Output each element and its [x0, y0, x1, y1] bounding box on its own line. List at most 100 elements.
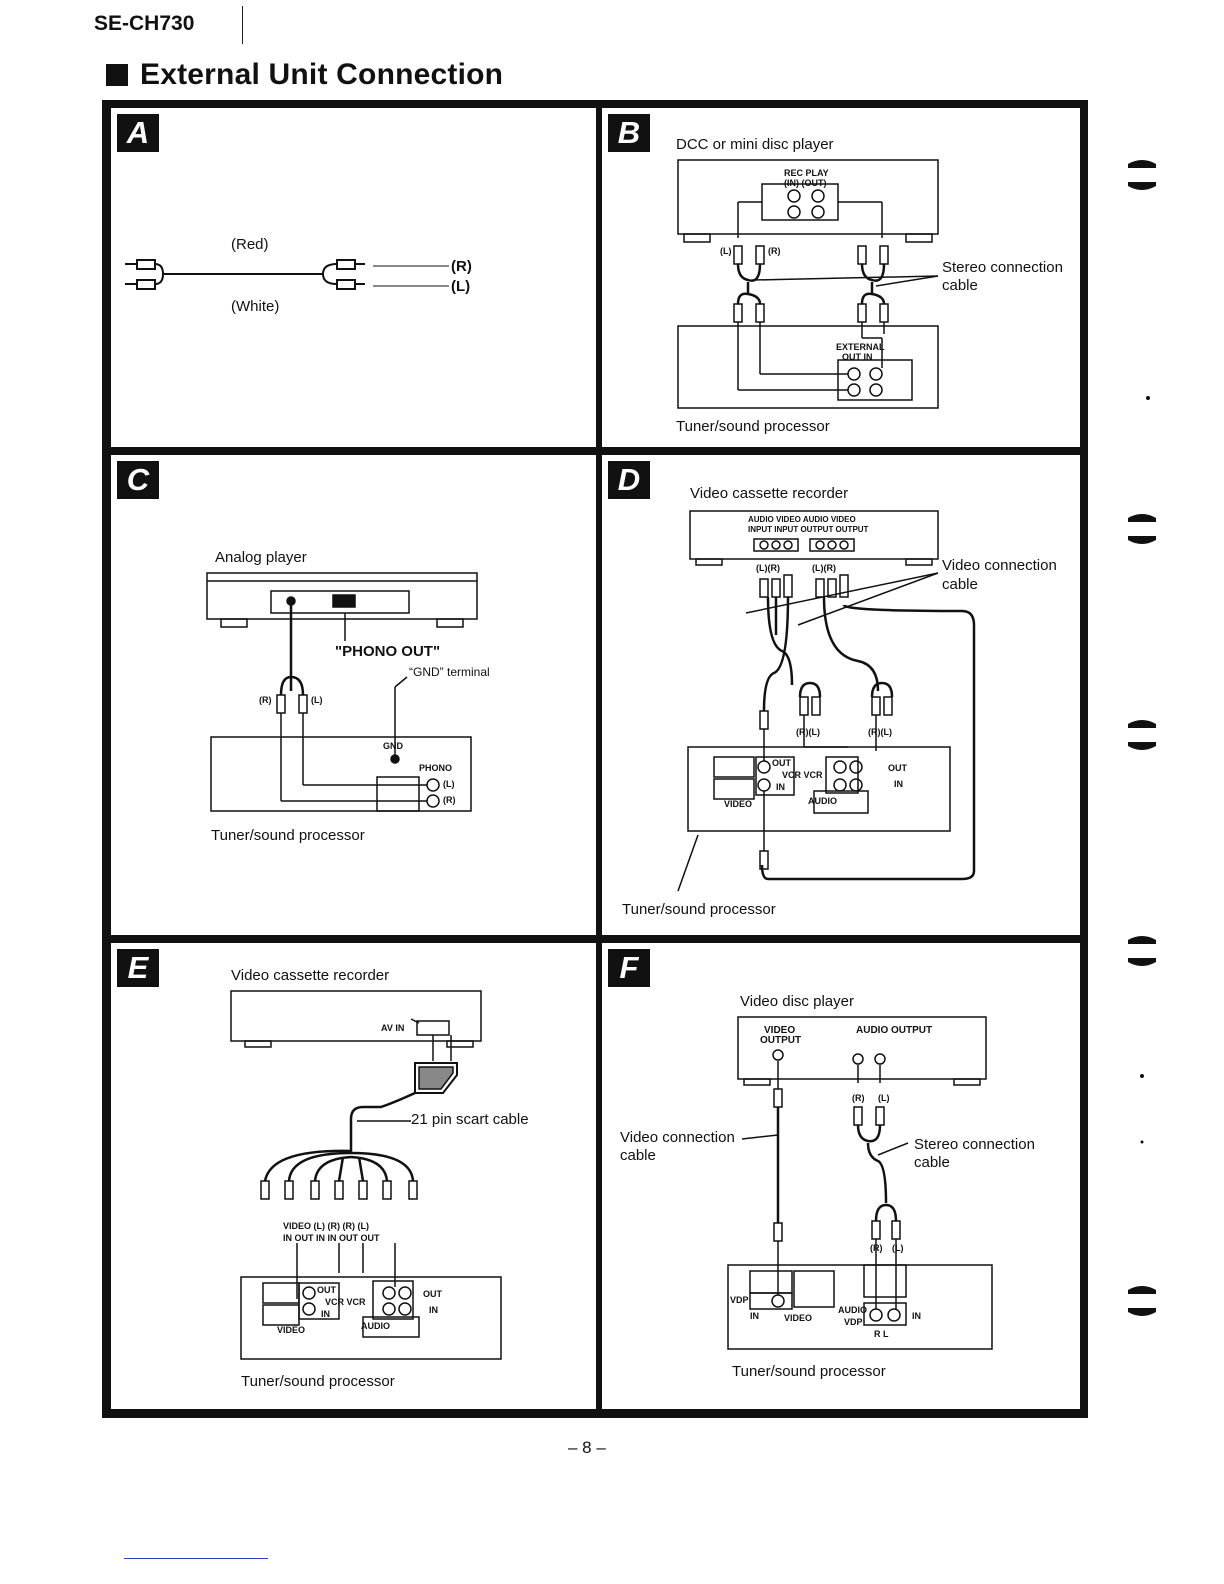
c-jack-label-r: (R) — [259, 695, 272, 705]
vcr-lr-pair-2: (L)(R) — [812, 563, 836, 573]
vcr-jack-row-1: AUDIO VIDEO AUDIO VIDEO — [748, 515, 856, 524]
e-out-label: OUT — [423, 1289, 442, 1299]
vdp-device-label: Video disc player — [740, 993, 854, 1010]
f-in-label: IN — [750, 1311, 759, 1321]
ext-out-in-label: OUT IN — [842, 352, 873, 362]
e-in-jack-label: IN — [321, 1309, 330, 1319]
scart-row-1: VIDEO (L) (R) (R) (L) — [283, 1221, 369, 1231]
panel-a: A (Red) (White) (R) (L) — [111, 108, 596, 447]
panel-letter-b: B — [608, 114, 650, 152]
d-in-jack-label: IN — [776, 782, 785, 792]
e-video-label: VIDEO — [277, 1325, 306, 1335]
panel-letter-e: E — [117, 949, 159, 987]
stereo-cable-label: Stereo connection — [942, 259, 1063, 276]
d-in-label: IN — [894, 779, 903, 789]
phono-r-label: (R) — [443, 795, 456, 805]
external-label: EXTERNAL — [836, 342, 885, 352]
b-jack-label-r: (R) — [768, 246, 781, 256]
d-rl-pair-1: (R)(L) — [796, 727, 820, 737]
tuner-label-c: Tuner/sound processor — [211, 827, 365, 844]
footer-rule — [124, 1558, 268, 1559]
f-audio-label: AUDIO — [838, 1305, 867, 1315]
video-cable-label: Video connection — [942, 557, 1057, 574]
tuner-label-e: Tuner/sound processor — [241, 1373, 395, 1390]
bullet-square-icon — [106, 64, 128, 86]
scart-connection-drawing — [230, 990, 502, 1360]
audio-output-label: AUDIO OUTPUT — [856, 1025, 933, 1036]
e-out-jack-label: OUT — [317, 1285, 336, 1295]
phono-l-label: (L) — [443, 779, 455, 789]
f-top-l-label: (L) — [878, 1093, 890, 1103]
phono-label: PHONO — [419, 763, 453, 773]
f-in-label-2: IN — [912, 1311, 921, 1321]
scart-row-2: IN OUT IN IN OUT OUT — [283, 1233, 380, 1243]
b-jack-label-l: (L) — [720, 246, 732, 256]
video-output-label-2: OUTPUT — [760, 1035, 802, 1046]
vcr-lr-pair-1: (L)(R) — [756, 563, 780, 573]
f-video-label: VIDEO — [784, 1313, 813, 1323]
rec-play-label: REC PLAY — [784, 168, 829, 178]
d-out-label: OUT — [888, 763, 907, 773]
d-vcr-vcr-label: VCR VCR — [782, 770, 823, 780]
tuner-label-f: Tuner/sound processor — [732, 1363, 886, 1380]
e-vcr-vcr-label: VCR VCR — [325, 1297, 366, 1307]
section-title: External Unit Connection — [106, 58, 503, 92]
page-title: External Unit Connection — [140, 58, 504, 91]
in-out-label: (IN) (OUT) — [784, 178, 827, 188]
red-label: (Red) — [231, 236, 269, 253]
scart-cable-label: 21 pin scart cable — [411, 1111, 529, 1128]
right-channel-label: (R) — [451, 258, 472, 275]
video-cable-label-2: cable — [942, 576, 978, 593]
dcc-connection-drawing — [677, 159, 939, 409]
dcc-device-label: DCC or mini disc player — [676, 136, 834, 153]
e-audio-label: AUDIO — [361, 1321, 390, 1331]
c-jack-label-l: (L) — [311, 695, 323, 705]
panel-letter-f: F — [608, 949, 650, 987]
panel-letter-d: D — [608, 461, 650, 499]
d-rl-pair-2: (R)(L) — [868, 727, 892, 737]
f-stereo-cable-label-2: cable — [914, 1154, 950, 1171]
panel-e: E — [111, 943, 596, 1409]
e-in-label: IN — [429, 1305, 438, 1315]
stereo-cable-label-2: cable — [942, 277, 978, 294]
page-number: – 8 – — [568, 1438, 606, 1457]
f-video-cable-label-2: cable — [620, 1147, 656, 1164]
diagram-frame: A (Red) (White) (R) (L) B — [102, 100, 1088, 1418]
d-out-jack-label: OUT — [772, 758, 791, 768]
binder-marks — [1128, 160, 1156, 1316]
left-channel-label: (L) — [451, 278, 471, 295]
vcr-device-label: Video cassette recorder — [690, 485, 849, 502]
f-top-r-label: (R) — [852, 1093, 865, 1103]
f-bottom-l-label: (L) — [892, 1243, 904, 1253]
av-in-label: AV IN — [381, 1023, 405, 1033]
vcr-connection-drawing — [677, 510, 976, 892]
panel-b: B — [602, 108, 1080, 447]
model-number: SE-CH730 — [94, 12, 195, 35]
d-audio-label: AUDIO — [808, 796, 837, 806]
vcr-jack-row-2: INPUT INPUT OUTPUT OUTPUT — [748, 525, 869, 534]
f-rl-label: R L — [874, 1329, 889, 1339]
f-video-cable-label: Video connection — [620, 1129, 735, 1146]
vdp-jack-label: VDP — [730, 1295, 749, 1305]
panel-letter-c: C — [117, 461, 159, 499]
analog-player-label: Analog player — [215, 549, 307, 566]
panel-d: D — [602, 455, 1080, 935]
gnd-terminal-label: “GND” terminal — [409, 665, 490, 679]
rca-cable-drawing — [125, 259, 449, 290]
header-divider — [242, 6, 243, 44]
e-vcr-device-label: Video cassette recorder — [231, 967, 390, 984]
f-bottom-r-label: (R) — [870, 1243, 883, 1253]
video-output-label-1: VIDEO — [764, 1025, 796, 1036]
d-video-label: VIDEO — [724, 799, 753, 809]
f-vdp-label: VDP — [844, 1317, 863, 1327]
tuner-label-b: Tuner/sound processor — [676, 418, 830, 435]
panel-c: C — [111, 455, 596, 935]
phono-out-label: "PHONO OUT" — [335, 643, 441, 660]
f-stereo-cable-label: Stereo connection — [914, 1136, 1035, 1153]
panel-letter-a: A — [117, 114, 159, 152]
gnd-label: GND — [383, 741, 403, 751]
white-label: (White) — [231, 298, 280, 315]
analog-player-drawing — [206, 572, 478, 812]
panel-f: F — [602, 943, 1080, 1409]
vdp-connection-drawing — [727, 1016, 993, 1350]
